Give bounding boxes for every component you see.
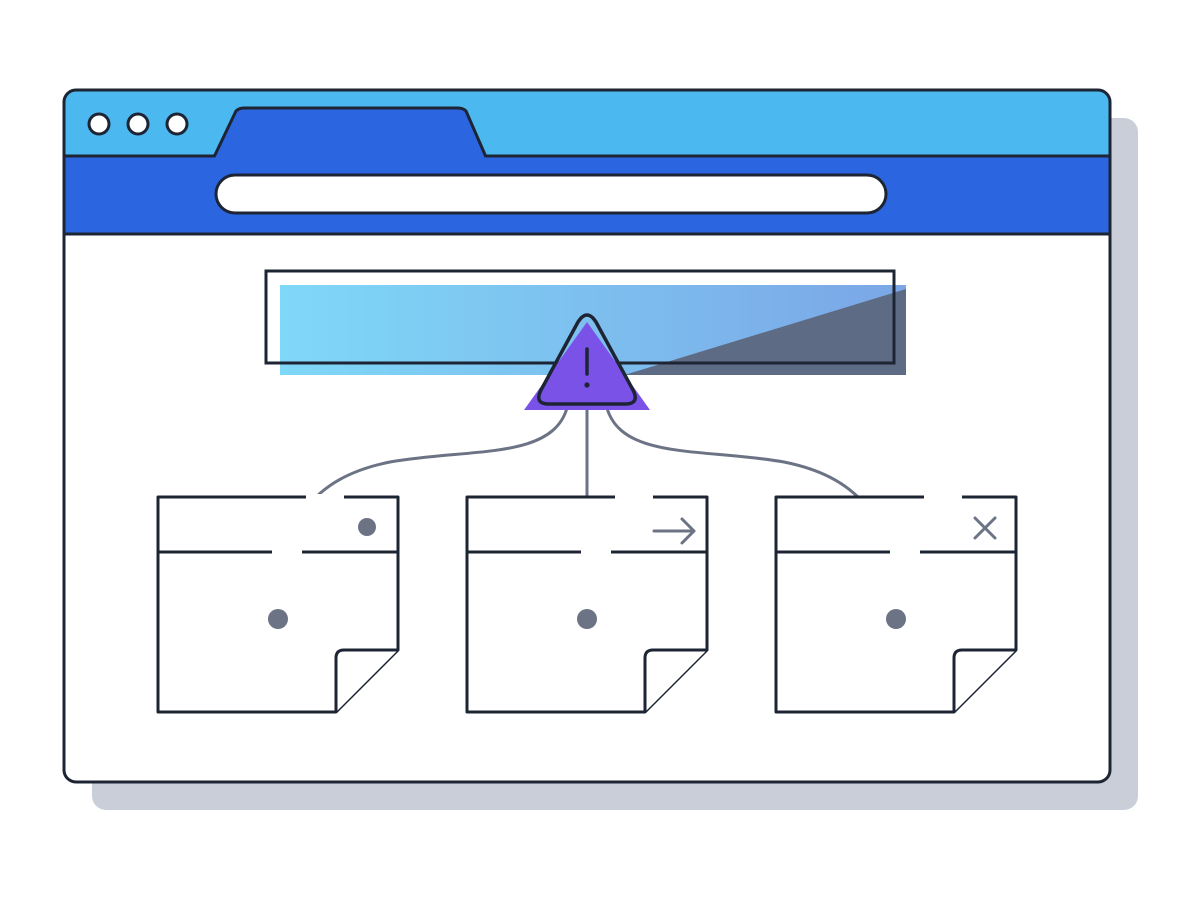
connector-endpoint — [268, 609, 288, 629]
card-line-gap — [581, 549, 611, 555]
window-control-dot[interactable] — [165, 112, 189, 136]
card-line-gap — [924, 494, 962, 500]
card-line-gap — [615, 494, 653, 500]
warning-triangle-icon — [524, 313, 650, 410]
card-line-gap — [890, 549, 920, 555]
card[interactable] — [465, 494, 709, 714]
card-line-gap — [306, 494, 344, 500]
close-icon[interactable] — [973, 516, 997, 540]
card-line-gap — [272, 549, 302, 555]
card[interactable] — [774, 494, 1018, 714]
connector-endpoint — [886, 609, 906, 629]
progress-fill — [280, 285, 906, 375]
card[interactable] — [156, 494, 400, 714]
window-control-dot[interactable] — [87, 112, 111, 136]
window-controls — [87, 112, 189, 136]
address-bar[interactable] — [214, 173, 888, 215]
dot-icon[interactable] — [358, 518, 376, 536]
card-folded-corner — [952, 648, 1016, 712]
card-folded-corner — [643, 648, 707, 712]
active-tab[interactable] — [214, 108, 486, 157]
connector-endpoint — [577, 609, 597, 629]
card-list — [156, 494, 1018, 714]
card-folded-corner — [334, 648, 398, 712]
window-control-dot[interactable] — [126, 112, 150, 136]
arrow-right-icon[interactable] — [652, 517, 696, 545]
